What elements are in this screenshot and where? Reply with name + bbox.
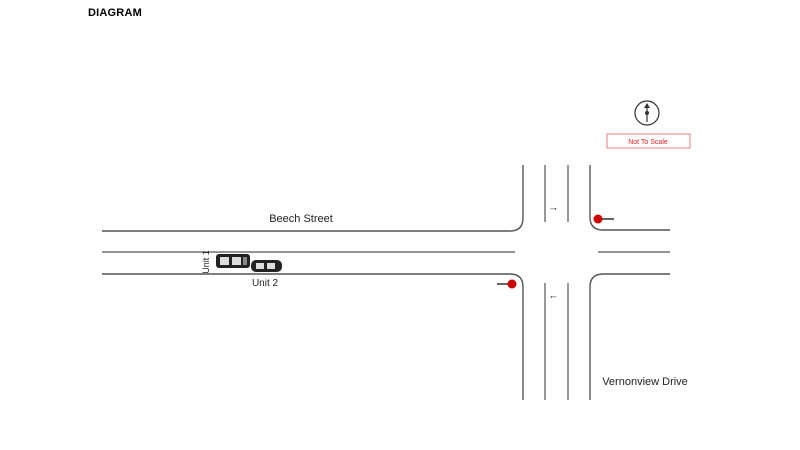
unit-2-label: Unit 2 <box>252 278 279 289</box>
scale-note-box: Not To Scale <box>606 133 691 149</box>
road-edges <box>102 165 670 400</box>
diagram-title: DIAGRAM <box>88 7 142 19</box>
unit-1-vehicle <box>216 254 250 268</box>
lane-arrow-south: ↑ <box>548 295 559 300</box>
north-arrow-icon <box>634 100 660 126</box>
beech-street-label: Beech Street <box>269 213 333 225</box>
vernonview-drive-label: Vernonview Drive <box>602 376 688 388</box>
lane-arrow-north: ↓ <box>548 207 559 212</box>
unit-2-vehicle <box>251 260 282 272</box>
scale-note-text: Not To Scale <box>628 139 668 146</box>
beech-street-north-edge-west <box>102 165 524 232</box>
traffic-signal-icon <box>497 279 517 289</box>
unit-1-label: Unit 1 <box>201 250 211 274</box>
lane-lines <box>102 165 670 400</box>
vernonview-east-edge-south <box>589 273 670 400</box>
vernonview-east-edge-north <box>589 165 670 231</box>
beech-street-south-edge-west <box>102 273 524 400</box>
car-icon <box>251 260 282 272</box>
traffic-signal-icon <box>593 214 614 224</box>
